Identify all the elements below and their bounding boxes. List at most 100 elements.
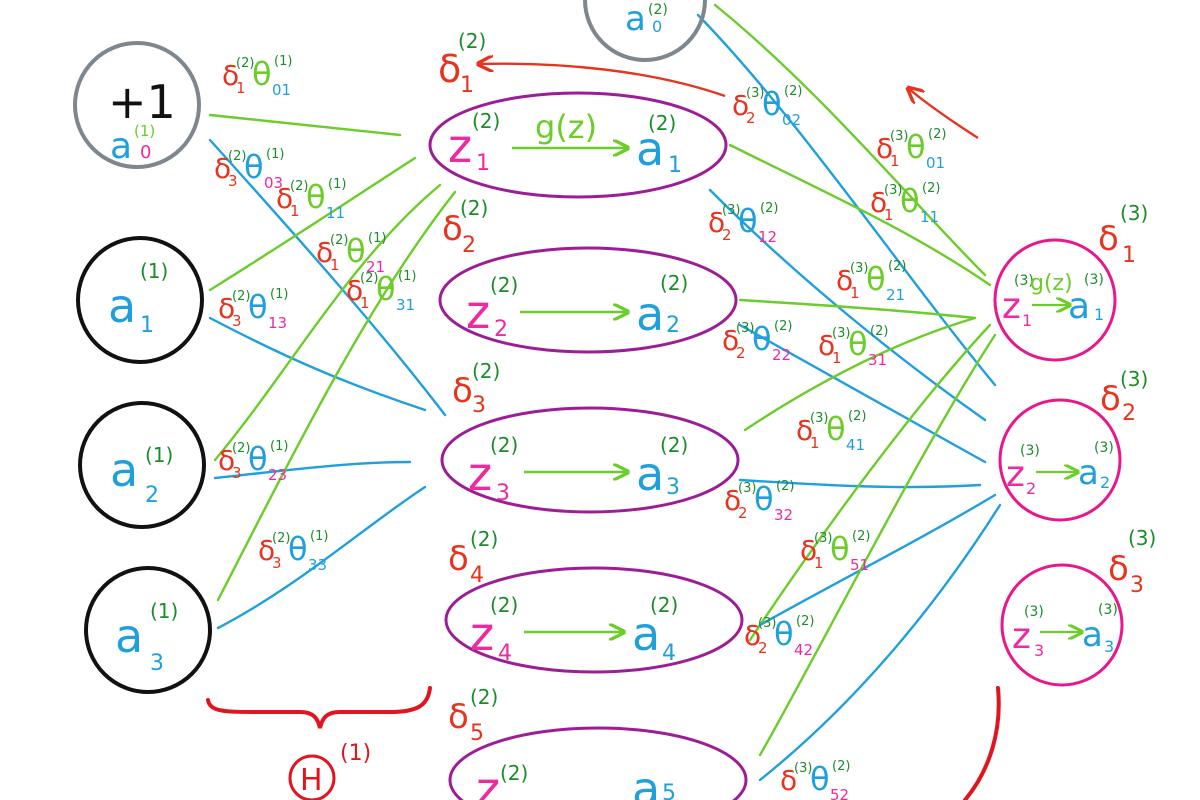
edge-a20-z31 (713, 3, 987, 277)
hidden-layer-brace (206, 686, 432, 729)
weight-label-l1-2-theta-sub: 11 (326, 204, 345, 222)
output-1-z: z (1002, 286, 1021, 327)
weight-label-l2-2-theta-sup: (2) (922, 181, 940, 196)
output-delta-2-sub: 2 (1122, 401, 1136, 426)
weight-label-l2-6-theta-sub: 31 (868, 351, 887, 369)
weight-label-l2-10-theta-sup: (2) (796, 614, 814, 629)
output-3-a-sup: (3) (1098, 602, 1118, 618)
connections-layer1 (208, 113, 457, 630)
hidden-node-2 (438, 246, 738, 354)
weight-label-l2-6-theta-sup: (2) (870, 324, 888, 339)
hidden-bias-a: a (625, 0, 646, 39)
weight-label-l2-0-theta: θ (762, 85, 782, 123)
output-node-1 (993, 238, 1117, 362)
weight-label-l2-3-theta-sup: (2) (760, 201, 778, 216)
edge-a20-z32 (696, 13, 997, 387)
input-1-sub: 1 (140, 313, 154, 338)
output-node-2 (998, 398, 1122, 522)
hidden-2-z: z (466, 285, 490, 339)
hidden-2-z-sub: 2 (494, 317, 508, 342)
weight-label-l1-3-delta: δ (316, 236, 333, 269)
weight-label-l2-2-delta-sub: 1 (884, 206, 894, 224)
hidden-delta-1-sub: 1 (460, 73, 474, 98)
weight-label-l2-1-theta-sub: 01 (926, 154, 945, 172)
hidden-layer (428, 91, 748, 800)
edge-a23-z32 (738, 478, 982, 489)
output-1-text: z (3) 1 g(z) a (3) 1 (1002, 271, 1104, 330)
weight-label-l1-4-theta: θ (376, 270, 396, 308)
hidden-bias-sub: 0 (652, 17, 662, 36)
input-node-3 (84, 566, 212, 694)
weight-label-l1-7-theta-sub: 33 (308, 556, 327, 574)
weight-label-l2-10-delta-sup: (3) (758, 616, 776, 631)
hidden-delta-1-symbol: δ (438, 47, 461, 91)
output-2-z-sup: (3) (1020, 443, 1040, 459)
hidden-3-z-sub: 3 (496, 481, 510, 506)
weight-label-l2-10-theta: θ (774, 615, 794, 653)
hidden-1-z-sup: (2) (472, 109, 500, 133)
weight-label-l1-2-delta-sup: (2) (290, 179, 308, 194)
hidden-delta-2-symbol: δ (442, 209, 463, 249)
weight-label-l2-2-theta: θ (900, 182, 920, 220)
hidden-2-a-sub: 2 (666, 313, 680, 338)
weight-label-l2-2-delta: δ (870, 186, 887, 219)
edge-a10-z21 (208, 113, 402, 137)
hidden-node-4 (444, 566, 744, 674)
weight-label-l2-1-delta: δ (876, 132, 893, 165)
hidden-5-z: z (476, 762, 500, 800)
weight-label-l2-0-theta-sup: (2) (784, 84, 802, 99)
weight-label-l2-7-delta-sub: 1 (810, 434, 820, 452)
edge-a21-z32 (708, 188, 987, 422)
output-node-3 (1000, 563, 1124, 687)
input-2-sup: (1) (145, 443, 173, 467)
output-2-a-sub: 2 (1100, 473, 1110, 492)
hidden-4-a: a (632, 607, 660, 661)
weight-label-l2-8-theta-sup: (2) (776, 479, 794, 494)
input-1-sup: (1) (140, 259, 168, 283)
hidden-delta-4-sub: 4 (470, 563, 484, 588)
weight-label-l2-5-delta-sup: (3) (736, 321, 754, 336)
hidden-1-a-sub: 1 (668, 153, 682, 178)
output-2-a-sup: (3) (1094, 440, 1114, 456)
weight-label-l2-4-delta-sub: 1 (850, 284, 860, 302)
hidden-bias-node (583, 0, 707, 62)
weight-label-l1-3-theta: θ (346, 232, 366, 270)
hidden-5-text: z (2) a 5 (476, 761, 676, 800)
weight-label-l1-5-delta-sub: 3 (232, 312, 242, 330)
hidden-4-z-sub: 4 (498, 641, 512, 666)
weight-label-l2-3-theta-sub: 12 (758, 228, 777, 246)
weight-label-l2-10-delta-sub: 2 (758, 639, 768, 657)
output-1-a: a (1068, 286, 1090, 327)
weight-label-l2-11: δ(3)θ(2)52 (780, 759, 850, 800)
weight-label-l2-6-delta: δ (818, 329, 835, 362)
input-3-sup: (1) (150, 599, 178, 623)
weight-label-l1-7-delta-sup: (2) (272, 531, 290, 546)
input-3-sub: 3 (150, 651, 164, 676)
hidden-4-text: z (2) 4 a (2) 4 (470, 593, 678, 666)
weight-label-l1-4-delta: δ (346, 274, 363, 307)
weight-label-l1-5-theta-sup: (1) (270, 287, 288, 302)
weight-label-l2-0-delta: δ (732, 89, 749, 122)
weight-label-l2-4-theta: θ (866, 260, 886, 298)
edge-a25-z31 (758, 333, 997, 757)
hidden-delta-5: δ (2) 5 (448, 685, 498, 746)
backprop-arrow-output (908, 88, 979, 140)
weight-label-l1-5-theta: θ (248, 288, 268, 326)
hidden-2-a: a (636, 287, 664, 341)
hidden-delta-2-sup: (2) (460, 196, 488, 220)
hidden-delta-1: δ (2) 1 (438, 29, 486, 98)
output-delta-2-symbol: δ (1100, 379, 1121, 419)
hidden-delta-3-sub: 3 (472, 393, 486, 418)
weight-label-l2-11-theta-sup: (2) (832, 759, 850, 774)
weight-label-l2-3-theta: θ (738, 202, 758, 240)
bias-a-sub: 0 (140, 142, 151, 163)
output-delta-1: δ (3) 1 (1098, 201, 1148, 268)
output-delta-1-symbol: δ (1098, 219, 1119, 259)
